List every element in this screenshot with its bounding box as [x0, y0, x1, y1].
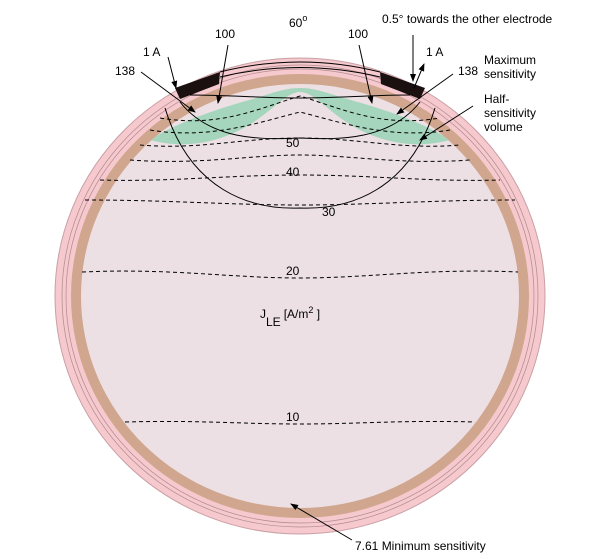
quantity-label: JLE[A/m2 ] — [260, 305, 320, 329]
min-sensitivity-label: 7.61 Minimum sensitivity — [355, 539, 486, 553]
value-100-right-label: 100 — [348, 27, 368, 41]
isoline-label-40: 40 — [286, 165, 300, 179]
current-left-label: 1 A — [143, 45, 160, 59]
value-138-left-label: 138 — [115, 64, 135, 78]
max-sensitivity-label-2: sensitivity — [484, 67, 536, 81]
left-electrode — [175, 72, 220, 99]
half-sensitivity-label-3: volume — [484, 120, 523, 134]
shift-note-label: 0.5° towards the other electrode — [382, 12, 553, 26]
half-sensitivity-volume — [150, 88, 450, 145]
max-sensitivity-label-1: Maximum — [484, 53, 536, 67]
value-100-left-label: 100 — [215, 27, 235, 41]
half-sensitivity-label-1: Half- — [484, 92, 509, 106]
right-electrode — [380, 72, 425, 99]
half-sensitivity-label-2: sensitivity — [484, 106, 536, 120]
current-right-label: 1 A — [426, 45, 443, 59]
isoline-label-20: 20 — [286, 264, 300, 278]
isoline-label-50: 50 — [286, 136, 300, 150]
value-138-right-label: 138 — [458, 64, 478, 78]
isolines — [81, 95, 519, 425]
isoline-label-30: 30 — [322, 205, 336, 219]
angle-label: 60o — [289, 13, 307, 30]
brain-region — [81, 84, 519, 508]
isoline-label-10: 10 — [286, 410, 300, 424]
